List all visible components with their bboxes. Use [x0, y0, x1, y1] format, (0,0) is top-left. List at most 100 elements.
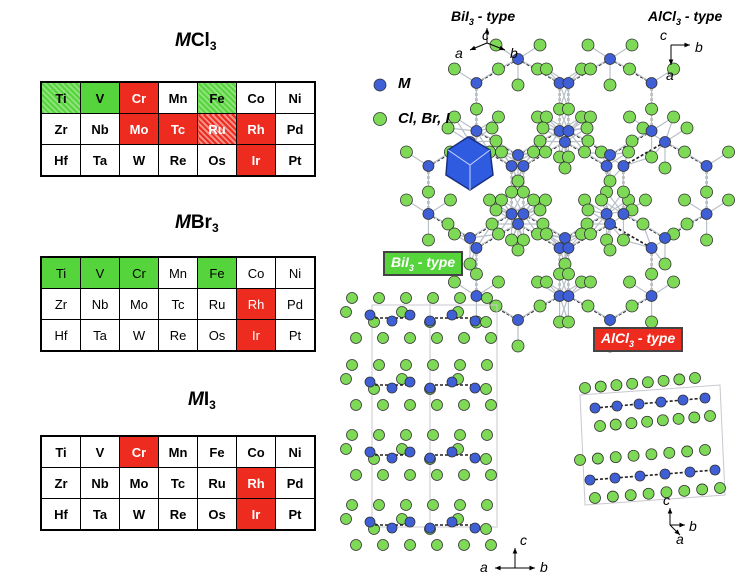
metal-atom — [446, 376, 458, 388]
halogen-atom — [511, 339, 525, 353]
element-cell-w: W — [119, 144, 159, 177]
unit-cell-outline — [579, 384, 726, 506]
element-cell-rh: Rh — [236, 467, 276, 499]
halogen-atom — [533, 299, 547, 313]
halogen-atom — [373, 429, 385, 441]
halogen-atom — [722, 193, 735, 207]
halogen-atom — [485, 217, 499, 231]
metal-atom — [512, 149, 524, 161]
halogen-atom — [427, 499, 439, 511]
metal-atom — [699, 392, 711, 404]
element-cell-hf: Hf — [40, 144, 81, 177]
metal-atom — [424, 452, 436, 464]
halogen-atom — [594, 420, 606, 432]
halogen-atom — [657, 374, 670, 387]
halogen-atom — [400, 145, 413, 159]
halogen-atom — [663, 446, 676, 459]
metal-atom — [617, 160, 630, 172]
halogen-atom — [536, 121, 550, 135]
halogen-atom — [623, 275, 636, 289]
metal-atom — [512, 53, 524, 65]
metal-atom — [517, 160, 530, 172]
halogen-atom — [581, 299, 595, 313]
metal-atom — [604, 218, 616, 230]
halogen-atom — [658, 257, 672, 271]
halogen-atom — [610, 379, 623, 392]
metal-atom — [604, 314, 616, 326]
metal-atom — [364, 376, 376, 388]
halogen-atom — [603, 78, 617, 92]
halogen-atom — [700, 185, 713, 199]
element-cell-mo: Mo — [119, 288, 159, 320]
halogen-atom — [558, 161, 572, 175]
halogen-atom — [636, 217, 650, 231]
metal-atom — [655, 396, 667, 408]
axis-label-c: c — [660, 27, 667, 43]
halogen-atom — [680, 121, 694, 135]
axis-label-c: c — [520, 532, 527, 548]
halogen-atom — [495, 145, 508, 159]
halogen-atom — [485, 332, 497, 344]
halogen-atom — [454, 292, 466, 304]
halogen-atom — [350, 332, 362, 344]
halogen-atom — [700, 233, 713, 247]
halogen-atom — [680, 217, 694, 231]
halogen-atom — [699, 444, 711, 456]
halogen-atom — [422, 233, 435, 247]
metal-atom — [386, 315, 398, 327]
element-cell-pt: Pt — [275, 319, 316, 352]
element-cell-pt: Pt — [275, 144, 316, 177]
halogen-atom — [427, 429, 439, 441]
halogen-atom — [562, 150, 575, 164]
metal-atom — [700, 160, 713, 172]
axis-label-b: b — [510, 45, 518, 61]
halogen-atom — [603, 243, 617, 257]
element-cell-ir: Ir — [236, 144, 276, 177]
element-cell-co: Co — [236, 256, 276, 289]
element-cell-rh: Rh — [236, 288, 276, 320]
halogen-atom — [627, 449, 640, 462]
halogen-atom — [350, 399, 362, 411]
metal-atom — [512, 218, 524, 230]
halogen-atom — [350, 539, 362, 551]
axis-label-a: a — [455, 45, 463, 61]
halogen-atom — [448, 110, 461, 124]
halogen-atom — [617, 185, 630, 199]
halogen-atom — [533, 203, 547, 217]
metal-atom — [512, 314, 524, 326]
element-cell-cr: Cr — [119, 256, 159, 289]
metal-atom — [505, 208, 518, 220]
halogen-atom — [678, 145, 691, 159]
halogen-atom — [667, 62, 680, 76]
halogen-atom — [667, 275, 680, 289]
halogen-atom — [623, 62, 636, 76]
halogen-atom — [678, 193, 691, 207]
halogen-atom — [625, 299, 639, 313]
metal-atom — [700, 208, 713, 220]
axis-label-b: b — [540, 559, 548, 575]
halogen-atom — [673, 373, 686, 386]
metal-atom — [604, 149, 616, 161]
halogen-atom — [404, 539, 416, 551]
halogen-atom — [340, 443, 352, 455]
halogen-atom — [645, 267, 658, 281]
halogen-atom — [689, 372, 701, 384]
metal-atom — [464, 232, 476, 244]
halogen-atom — [441, 121, 455, 135]
halogen-atom — [639, 193, 652, 207]
metal-metal-bond — [609, 223, 652, 249]
metal-atom — [659, 136, 671, 148]
axis-arrow-head — [667, 508, 673, 514]
halogen-atom — [481, 359, 493, 371]
axis-label-b: b — [689, 518, 697, 534]
metal-atom — [633, 398, 645, 410]
halogen-atom — [492, 110, 505, 124]
element-cell-tc: Tc — [158, 113, 198, 145]
element-cell-ta: Ta — [80, 498, 120, 531]
metal-atom — [469, 522, 481, 534]
halogen-atom — [594, 380, 607, 393]
halogen-atom — [454, 429, 466, 441]
halogen-atom — [511, 78, 525, 92]
metal-atom — [562, 290, 575, 302]
